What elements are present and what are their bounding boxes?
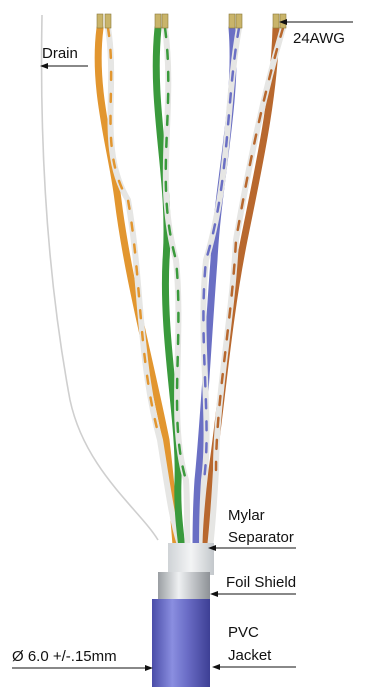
pvc-label-line1: PVC [228,624,259,641]
conductor-tips [97,14,286,28]
foil-shield [158,572,210,602]
drain-label: Drain [42,45,78,62]
pvc-jacket [152,599,210,687]
awg-label: 24AWG [293,30,345,47]
brown-pair [206,28,283,548]
mylar-label-line1: Mylar [228,507,265,524]
diameter-label: Ø 6.0 +/-.15mm [12,648,117,665]
mylar-label-line2: Separator [228,529,294,546]
pvc-label-line2: Jacket [228,647,272,664]
foil-shield-label: Foil Shield [226,574,296,591]
mylar-separator [168,543,214,575]
